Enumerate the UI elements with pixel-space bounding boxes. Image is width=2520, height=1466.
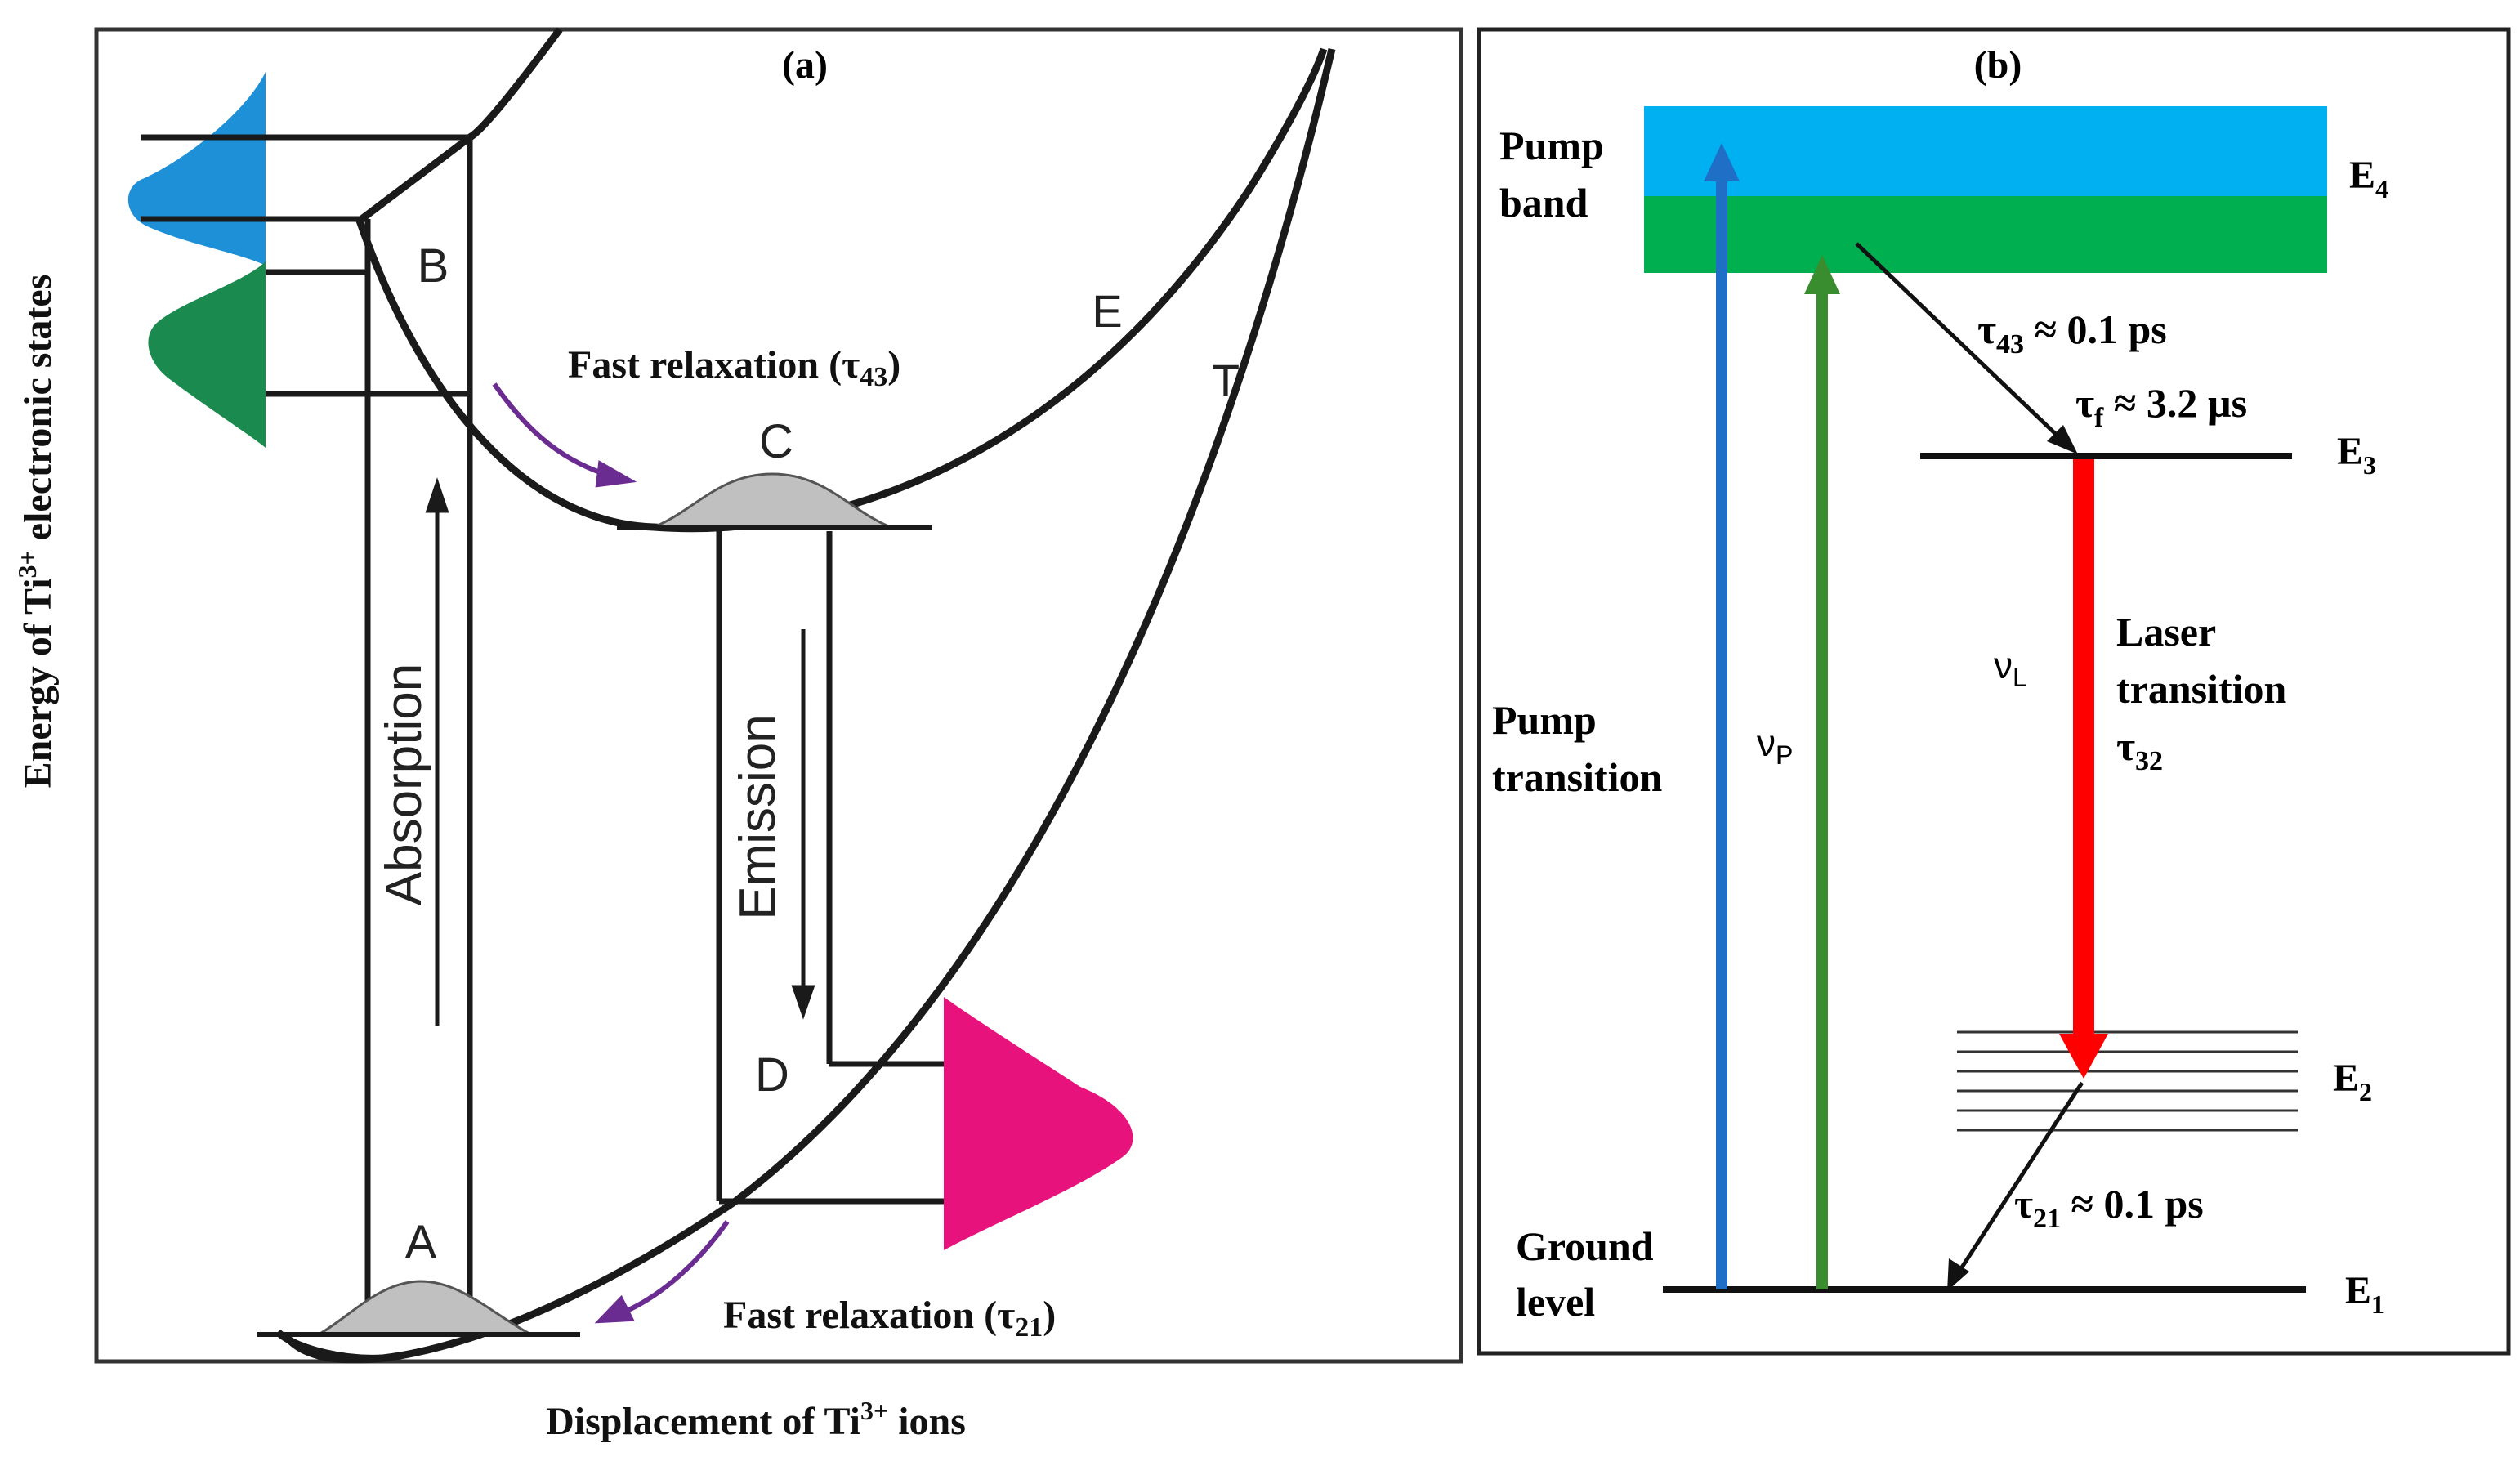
emission-level-lines xyxy=(719,1061,944,1205)
y-axis-label: Energy of Ti3+ electronic states xyxy=(12,275,60,789)
laser-transition-label-line2: transition xyxy=(2116,666,2287,712)
point-b-label: B xyxy=(418,239,449,293)
x-axis-label: Displacement of Ti3+ ions xyxy=(546,1396,966,1443)
e1-label: E1 xyxy=(2345,1269,2384,1319)
packet-a xyxy=(314,1280,532,1336)
point-d-label: D xyxy=(755,1048,789,1102)
e4-label: E4 xyxy=(2349,154,2388,203)
curve-e-label: E xyxy=(1092,285,1122,337)
nu-l-label: νL xyxy=(1994,644,2027,692)
pump-band-label-line1: Pump xyxy=(1499,123,1604,168)
pump-transition-label-line1: Pump xyxy=(1492,697,1597,743)
curve-t-label: T xyxy=(1212,355,1240,406)
tau21-label: τ21 ≈ 0.1 ps xyxy=(2014,1181,2204,1234)
ground-state-curve xyxy=(283,47,1336,1364)
tau32-label: τ32 xyxy=(2116,723,2163,776)
panel-a-frame xyxy=(94,27,1463,1364)
emission-pink-band xyxy=(944,997,1133,1250)
fast-relaxation-43-label: Fast relaxation (τ43) xyxy=(568,343,900,392)
ground-state-curve-left xyxy=(275,1329,385,1362)
tauf-label: τf ≈ 3.2 µs xyxy=(2075,380,2247,433)
e3-label: E3 xyxy=(2337,430,2376,480)
pump-green-arrow xyxy=(1804,255,1840,1289)
e2-band-lines xyxy=(1957,1030,2298,1132)
emission-label: Emission xyxy=(730,714,786,920)
tau43-label: τ43 ≈ 0.1 ps xyxy=(1977,306,2167,360)
pump-blue-arrow xyxy=(1704,143,1740,1289)
pump-band-blue xyxy=(1644,106,2327,200)
laser-transition-label-line1: Laser xyxy=(2116,609,2216,655)
excited-state-curve-left xyxy=(357,27,563,224)
packet-c xyxy=(653,472,891,529)
relaxation-arrows xyxy=(492,382,730,1324)
pump-transition-label-line2: transition xyxy=(1492,754,1663,800)
point-c-label: C xyxy=(759,415,793,468)
panel-a-label: (a) xyxy=(782,43,828,87)
ground-level-label-line1: Ground xyxy=(1516,1223,1654,1269)
e2-label: E2 xyxy=(2333,1057,2372,1106)
nu-p-label: νP xyxy=(1757,722,1793,770)
laser-red-arrow xyxy=(2059,459,2108,1079)
ground-level-label-line2: level xyxy=(1516,1279,1595,1325)
point-a-label: A xyxy=(405,1216,437,1269)
panel-b-label: (b) xyxy=(1974,43,2022,87)
column-arrows xyxy=(425,477,815,1026)
pump-band-green xyxy=(1644,196,2327,273)
absorption-green-band xyxy=(148,261,266,448)
pump-band-label-line2: band xyxy=(1499,180,1588,226)
absorption-label: Absorption xyxy=(376,664,432,905)
fast-relaxation-21-label: Fast relaxation (τ21) xyxy=(723,1294,1056,1343)
transition-columns xyxy=(364,137,833,1322)
decay-arrows xyxy=(1855,242,2084,1291)
